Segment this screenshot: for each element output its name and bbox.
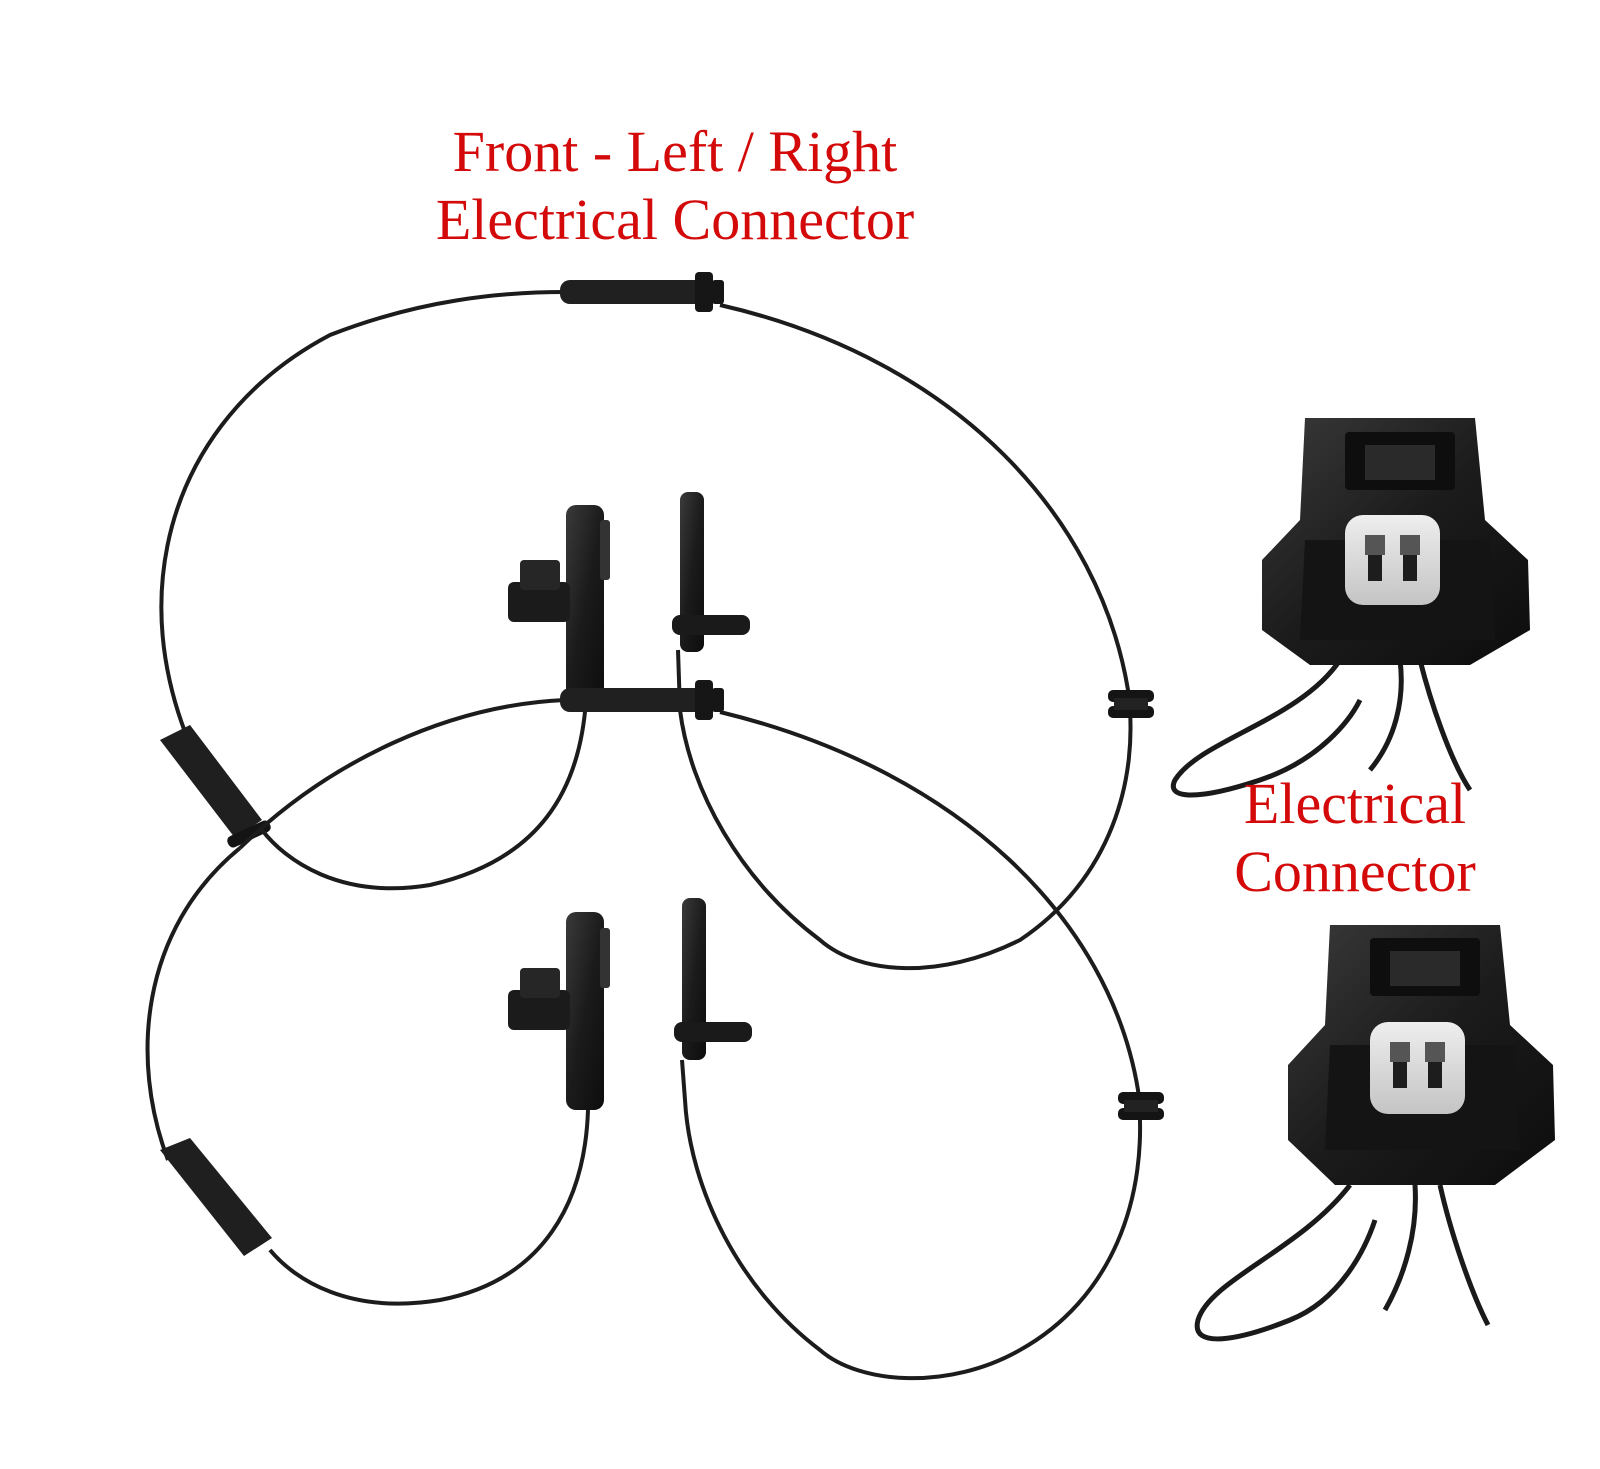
cable-grommet — [1124, 1100, 1158, 1112]
sensor-cable-short — [268, 1109, 590, 1306]
connector-pin — [1365, 535, 1385, 555]
sensor-tab — [672, 615, 750, 635]
cable-sleeve — [560, 280, 705, 304]
cable-sleeve — [560, 688, 705, 712]
cable-grommet — [695, 680, 713, 720]
sensor-clip — [520, 560, 560, 590]
cable-sleeve — [160, 1138, 272, 1256]
sensor-head — [566, 505, 604, 700]
sensor-head — [600, 928, 610, 988]
cable-grommet — [1114, 698, 1148, 710]
connector-pin — [1400, 535, 1420, 555]
cable-sleeve — [160, 725, 262, 838]
cable-grommet — [712, 688, 724, 712]
caption-line: Connector — [1234, 839, 1476, 904]
cable-grommet — [695, 272, 713, 312]
sensor-tab — [674, 1022, 752, 1042]
connector-pin — [1403, 555, 1417, 581]
caption-line: Front - Left / Right — [452, 119, 898, 184]
pigtail-wire — [1368, 659, 1404, 772]
sensor-cable-long — [145, 846, 242, 1161]
abs-sensor-upper — [159, 272, 1154, 971]
sensor-cable-long — [159, 290, 566, 820]
connector-plug — [1370, 1022, 1465, 1114]
pigtail-connector-lower — [1194, 925, 1555, 1342]
pigtail-wire — [1437, 1184, 1491, 1327]
pigtail-wire — [1170, 658, 1363, 798]
sensor-cable-long — [676, 303, 1133, 971]
pigtail-wire — [1417, 659, 1473, 792]
sensor-head — [682, 898, 706, 1060]
front-left-right-caption: Front - Left / Right Electrical Connecto… — [405, 118, 945, 254]
sensor-head — [680, 492, 704, 652]
sensor-clip — [508, 990, 570, 1030]
electrical-connector-caption: Electrical Connector — [1210, 770, 1500, 906]
caption-line: Electrical Connector — [435, 187, 915, 252]
connector-pin — [1368, 555, 1382, 581]
sensor-clip — [520, 968, 560, 998]
pigtail-connector-upper — [1170, 418, 1530, 798]
pigtail-wire — [1382, 1184, 1418, 1312]
connector-latch — [1390, 951, 1460, 986]
pigtail-wire — [1194, 1183, 1378, 1342]
cable-grommet — [712, 280, 724, 304]
sensor-clip — [508, 582, 570, 622]
caption-line: Electrical — [1243, 771, 1467, 836]
connector-pin — [1425, 1042, 1445, 1062]
sensor-cable-long — [238, 698, 566, 850]
connector-plug — [1345, 515, 1440, 605]
connector-pin — [1390, 1042, 1410, 1062]
sensor-cable-long — [680, 710, 1143, 1381]
connector-pin — [1393, 1062, 1407, 1088]
sensor-cable-short — [260, 699, 588, 891]
connector-pin — [1428, 1062, 1442, 1088]
connector-latch — [1365, 445, 1435, 480]
sensor-head — [566, 912, 604, 1110]
abs-sensor-lower — [145, 680, 1164, 1381]
sensor-head — [600, 520, 610, 580]
